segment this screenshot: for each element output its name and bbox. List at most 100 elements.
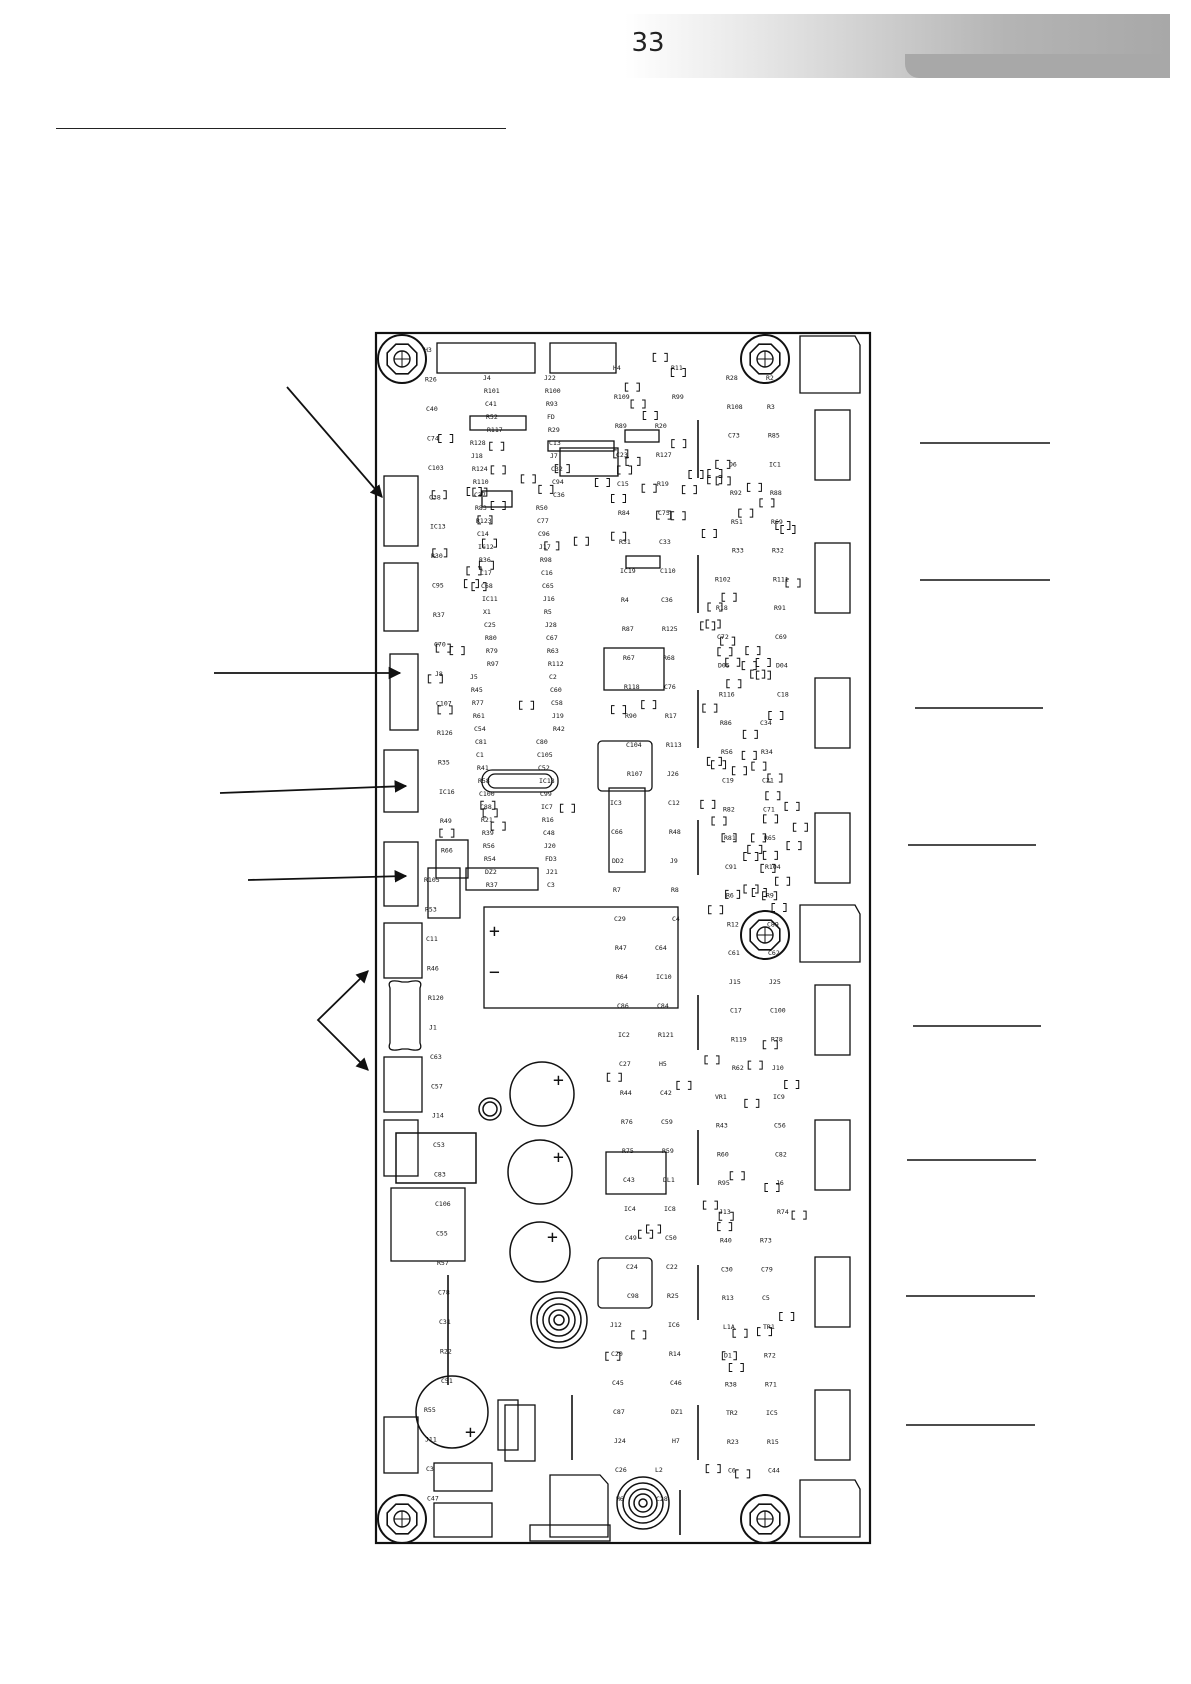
ref-label: C36 bbox=[661, 596, 673, 604]
ref-label: R120 bbox=[428, 994, 444, 1002]
ref-label: J13 bbox=[719, 1208, 731, 1216]
ref-label: VR1 bbox=[715, 1093, 727, 1101]
ref-label: J6 bbox=[776, 1179, 784, 1187]
ref-label: C100 bbox=[770, 1007, 786, 1015]
ref-label: H3 bbox=[424, 346, 432, 354]
ref-label: R87 bbox=[622, 625, 634, 633]
smd-pad bbox=[745, 646, 761, 656]
ref-label: R80 bbox=[485, 634, 497, 642]
ref-label: IC18 bbox=[539, 777, 555, 785]
smd-pad bbox=[706, 756, 722, 766]
ref-label: R73 bbox=[760, 1237, 772, 1245]
section-rule bbox=[56, 128, 506, 129]
ref-label: J11 bbox=[425, 1436, 437, 1444]
ref-label: C19 bbox=[722, 777, 734, 785]
smd-pad bbox=[554, 464, 570, 474]
ref-label: C62 bbox=[768, 949, 780, 957]
ref-label: C48 bbox=[543, 829, 555, 837]
ref-label: J25 bbox=[769, 978, 781, 986]
ref-label: R90 bbox=[625, 712, 637, 720]
ref-label: C33 bbox=[659, 538, 671, 546]
ref-label: J20 bbox=[544, 842, 556, 850]
ref-label: TR2 bbox=[726, 1409, 738, 1417]
smd-pad bbox=[702, 703, 718, 713]
ref-label: C47 bbox=[427, 1495, 439, 1503]
ref-label: R81 bbox=[724, 834, 736, 842]
ref-label: R2 bbox=[766, 374, 774, 382]
ref-label: IC10 bbox=[656, 973, 672, 981]
ref-label: R74 bbox=[777, 1208, 789, 1216]
ref-label: R14 bbox=[669, 1350, 681, 1358]
smd-pad bbox=[435, 643, 451, 653]
ref-label: L1A bbox=[723, 1323, 735, 1331]
ref-label: D04 bbox=[776, 662, 788, 670]
ref-label: R60 bbox=[717, 1150, 729, 1158]
ref-label: R113 bbox=[666, 741, 682, 749]
ref-label: R56 bbox=[483, 842, 495, 850]
smd-pad bbox=[466, 486, 482, 496]
smd-pad bbox=[670, 367, 686, 377]
smd-pad bbox=[746, 482, 762, 492]
ref-label: C88 bbox=[480, 803, 492, 811]
ref-label: R41 bbox=[477, 764, 489, 772]
ref-label: C11 bbox=[426, 935, 438, 943]
ref-label: R17 bbox=[665, 712, 677, 720]
smd-pad bbox=[638, 1229, 654, 1239]
ref-label: R32 bbox=[772, 547, 784, 555]
smd-pad bbox=[786, 841, 802, 851]
smd-pad bbox=[490, 500, 506, 510]
smd-pad bbox=[688, 469, 704, 479]
ref-label: IC6 bbox=[668, 1321, 680, 1329]
smd-pad bbox=[738, 508, 754, 518]
ref-label: C29 bbox=[614, 915, 626, 923]
smd-pad bbox=[708, 905, 724, 915]
ref-label: R128 bbox=[470, 439, 486, 447]
ref-label: C71 bbox=[763, 805, 775, 813]
smd-pad bbox=[481, 538, 497, 548]
ref-label: J15 bbox=[729, 978, 741, 986]
ref-label: J5 bbox=[470, 673, 478, 681]
smd-pad bbox=[652, 352, 668, 362]
ref-label: R7 bbox=[613, 886, 621, 894]
ref-label: C58 bbox=[551, 699, 563, 707]
ref-label: R50 bbox=[536, 504, 548, 512]
ref-label: C95 bbox=[432, 582, 444, 590]
ref-label: C77 bbox=[537, 517, 549, 525]
smd-pad bbox=[755, 670, 771, 680]
ref-label: C50 bbox=[665, 1234, 677, 1242]
smd-pad bbox=[771, 902, 787, 912]
smd-pad bbox=[768, 710, 784, 720]
ref-label: C16 bbox=[541, 569, 553, 577]
ref-label: C107 bbox=[436, 699, 452, 707]
ref-label: R67 bbox=[623, 654, 635, 662]
ref-label: C15 bbox=[617, 480, 629, 488]
ref-label: IC7 bbox=[541, 803, 553, 811]
smd-pad bbox=[741, 661, 757, 671]
ref-label: C61 bbox=[728, 949, 740, 957]
ref-label: DL1 bbox=[663, 1176, 675, 1184]
smd-pad bbox=[646, 1224, 662, 1234]
smd-pad bbox=[759, 498, 775, 508]
ref-label: R121 bbox=[658, 1031, 674, 1039]
smd-pad bbox=[611, 705, 627, 715]
smd-pad bbox=[721, 1351, 737, 1361]
ref-label: R101 bbox=[484, 387, 500, 395]
ref-label: R98 bbox=[540, 556, 552, 564]
ref-label: R37 bbox=[433, 611, 445, 619]
ref-label: C28 bbox=[656, 1495, 668, 1503]
mounting-holes bbox=[377, 334, 790, 1544]
smd-pad bbox=[717, 647, 733, 657]
ref-label: R97 bbox=[487, 660, 499, 668]
smd-pad bbox=[625, 456, 641, 466]
smd-pad bbox=[606, 1072, 622, 1082]
ref-label: C76 bbox=[664, 683, 676, 691]
smd-pad bbox=[751, 833, 767, 843]
smd-pad bbox=[707, 468, 723, 478]
ref-label: C17 bbox=[730, 1007, 742, 1015]
smd-pad bbox=[718, 1211, 734, 1221]
callout-arrow bbox=[219, 780, 408, 794]
ref-label: DZ1 bbox=[671, 1408, 683, 1416]
callout-arrow-pair bbox=[316, 972, 367, 1069]
ref-label: IC1 bbox=[769, 460, 781, 468]
ref-label: C1 bbox=[476, 751, 484, 759]
